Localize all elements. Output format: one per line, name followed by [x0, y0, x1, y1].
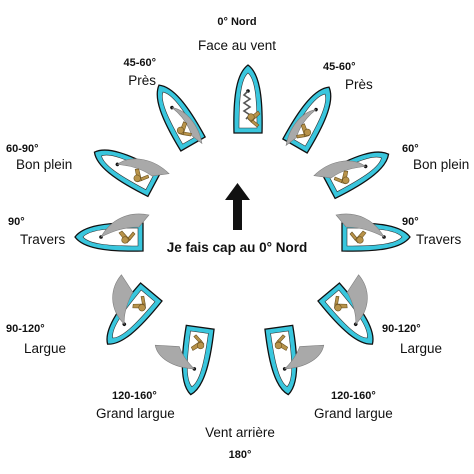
name-travers-right: Travers: [416, 232, 462, 247]
degree-grand-largue-left: 120-160°: [112, 390, 157, 402]
heading-arrow: [225, 183, 250, 230]
label-travers-left: 90° Travers: [8, 215, 65, 247]
degree-bottom: 180°: [228, 449, 252, 461]
degree-travers-left: 90°: [8, 216, 25, 228]
label-top: 0° Nord Face au vent: [198, 15, 276, 53]
name-largue-left: Largue: [24, 341, 67, 356]
name-grand-largue-right: Grand largue: [314, 406, 393, 421]
label-largue-left: 90-120° Largue: [6, 322, 66, 356]
boat-travers-right: [335, 213, 411, 252]
label-grand-largue-left: 120-160° Grand largue: [96, 389, 175, 421]
name-largue-right: Largue: [400, 341, 443, 356]
degree-bon-plein-left: 60-90°: [6, 143, 39, 155]
degree-travers-right: 90°: [402, 216, 419, 228]
boat-largue-right: [317, 274, 384, 354]
label-pres-right: 45-60° Près: [323, 60, 373, 92]
boat-bon-plein-left: [87, 139, 170, 198]
label-travers-right: 90° Travers: [402, 215, 461, 247]
boat-largue-left: [96, 274, 163, 354]
degree-largue-right: 90-120°: [382, 323, 421, 335]
boat-bon-plein-right: [313, 141, 396, 200]
label-bon-plein-right: 60° Bon plein: [402, 142, 469, 172]
label-bon-plein-left: 60-90° Bon plein: [6, 142, 72, 172]
boat-grand-largue-right: [264, 324, 325, 398]
boat-grand-largue-left: [154, 324, 215, 398]
name-grand-largue-left: Grand largue: [96, 406, 175, 421]
boat-pres-left: [146, 77, 206, 152]
degree-pres-left: 45-60°: [123, 57, 156, 69]
heading-label: Je fais cap au 0° Nord: [166, 240, 308, 255]
name-pres-left: Près: [128, 73, 156, 88]
degree-largue-left: 90-120°: [6, 323, 45, 335]
name-top: Face au vent: [197, 38, 277, 53]
label-pres-left: 45-60° Près: [123, 56, 156, 88]
label-largue-right: 90-120° Largue: [382, 322, 442, 356]
name-bon-plein-right: Bon plein: [413, 157, 470, 172]
degree-bon-plein-right: 60°: [402, 143, 419, 155]
label-grand-largue-right: 120-160° Grand largue: [314, 389, 393, 421]
name-pres-right: Près: [345, 77, 373, 92]
name-travers-left: Travers: [20, 232, 66, 247]
label-bottom: Vent arrière 180°: [205, 425, 275, 463]
degree-pres-right: 45-60°: [323, 61, 356, 73]
name-bon-plein-left: Bon plein: [16, 157, 73, 172]
boat-face-au-vent: [233, 64, 263, 134]
degree-grand-largue-right: 120-160°: [331, 390, 376, 402]
boat-travers-left: [74, 213, 150, 252]
boat-pres-right: [282, 79, 342, 154]
name-bottom: Vent arrière: [205, 425, 275, 440]
degree-top: 0° Nord: [217, 16, 257, 28]
